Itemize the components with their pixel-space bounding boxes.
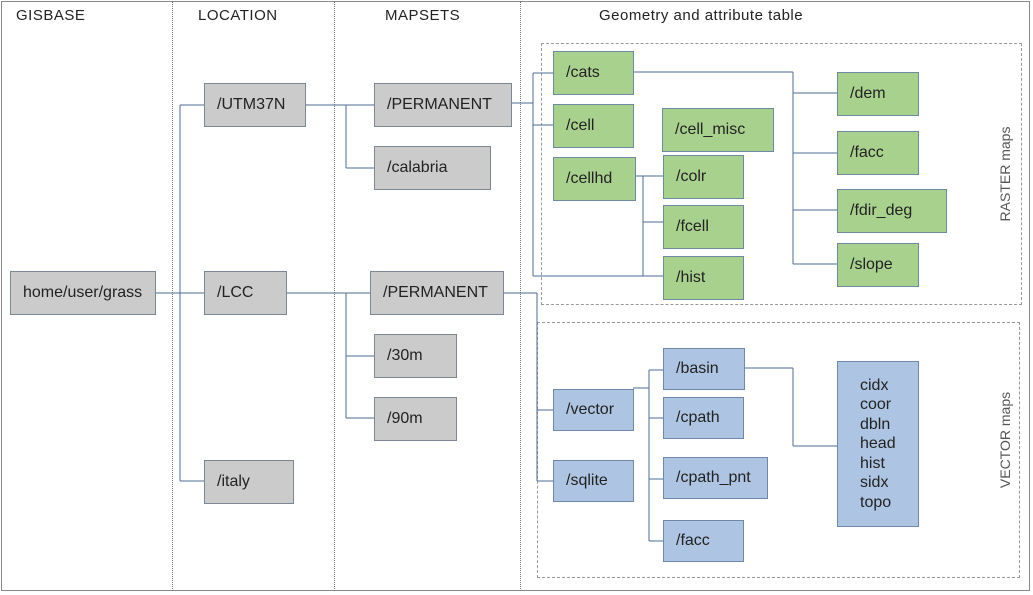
raster-colr-node: /colr [663,155,744,199]
raster-hist-node: /hist [663,256,744,300]
gisbase-home-node: home/user/grass [10,271,156,315]
vector-file-item: dbln [860,415,891,433]
mapset-30m-node: /30m [374,334,457,378]
vector-file-item: topo [860,493,892,511]
vector-file-item: head [860,435,896,453]
column-separator [520,1,521,591]
mapset-permanent-utm-node: /PERMANENT [374,83,512,127]
raster-cellhd-node: /cellhd [553,157,636,201]
mapset-permanent-lcc-node: /PERMANENT [370,271,504,315]
column-header-gisbase: GISBASE [16,7,86,24]
raster-maps-group [541,43,1022,305]
location-lcc-node: /LCC [204,271,287,315]
vector-file-item: coor [860,396,892,414]
raster-map-dem-node: /dem [837,72,919,116]
raster-cats-node: /cats [553,51,634,95]
raster-cell-misc-node: /cell_misc [662,108,774,152]
vector-map-cpath-node: /cpath [663,397,744,439]
column-separator [334,1,335,591]
vector-file-item: cidx [860,376,889,394]
vector-file-item: hist [860,454,885,472]
raster-map-fdir-deg-node: /fdir_deg [837,189,947,233]
raster-map-slope-node: /slope [837,243,919,287]
vector-map-cpath-pnt-node: /cpath_pnt [663,457,768,499]
column-separator [172,1,173,591]
vector-files-list-node: cidx coor dbln head hist sidx topo [837,361,919,527]
vector-folder-node: /vector [553,389,634,431]
sqlite-folder-node: /sqlite [553,460,634,502]
column-header-mapsets: MAPSETS [385,7,461,24]
vector-map-basin-node: /basin [663,348,745,390]
raster-fcell-node: /fcell [663,205,744,249]
raster-map-facc-node: /facc [837,131,919,175]
vector-map-facc-node: /facc [663,520,744,562]
column-header-location: LOCATION [198,7,278,24]
location-italy-node: /italy [204,460,294,504]
mapset-calabria-node: /calabria [374,146,491,190]
location-utm37n-node: /UTM37N [204,83,306,127]
column-header-geometry: Geometry and attribute table [599,7,804,24]
raster-cell-node: /cell [553,104,634,148]
mapset-90m-node: /90m [374,397,457,441]
vector-file-item: sidx [860,474,889,492]
